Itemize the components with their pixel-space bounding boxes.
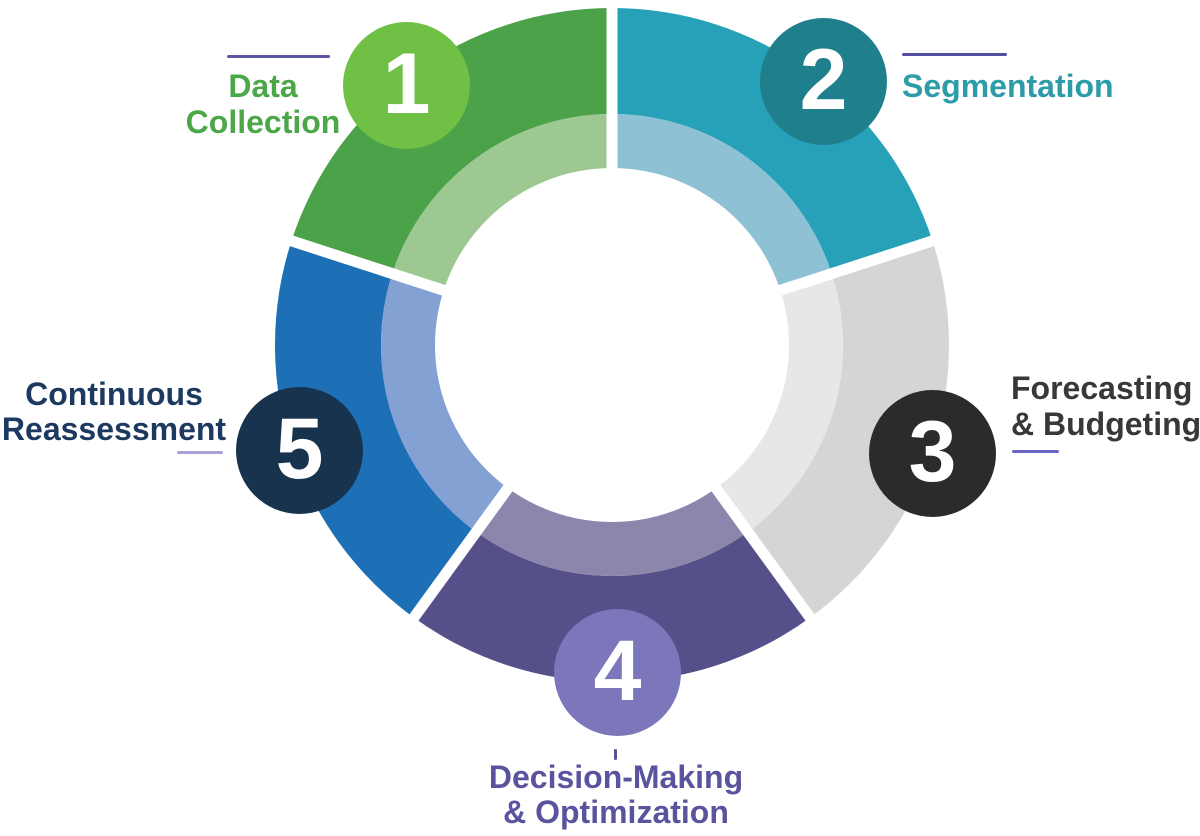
step-1-label-line2: Collection — [185, 104, 341, 140]
step-2-connector-line — [902, 53, 1007, 56]
step-5-badge: 5 — [236, 387, 363, 514]
step-5-label-line1: Continuous — [25, 376, 203, 412]
step-2-label: Segmentation — [902, 68, 1114, 104]
center-circle — [435, 168, 789, 522]
step-1-label: Data Collection — [186, 68, 341, 140]
step-4-number: 4 — [593, 622, 642, 719]
step-1-outer-arc — [291, 8, 612, 274]
step-5-label: Continuous Reassessment — [2, 377, 226, 447]
step-2-label-line1: Segmentation — [902, 68, 1114, 104]
step-3-outer-arc — [747, 240, 950, 618]
step-1-label-line1: Data — [228, 68, 298, 104]
step-4-label-line2: & Optimization — [503, 794, 729, 830]
step-1-connector-line — [227, 55, 330, 58]
step-3-label: Forecasting & Budgeting — [1011, 370, 1200, 442]
step-4-badge: 4 — [554, 609, 681, 736]
step-2-outer-arc — [612, 8, 933, 274]
step-2-badge: 2 — [760, 18, 887, 145]
step-5-outer-arc — [274, 240, 477, 618]
step-4-label-line1: Decision-Making — [488, 759, 744, 795]
step-5-number: 5 — [275, 400, 324, 497]
step-1-number: 1 — [382, 35, 431, 132]
step-2-inner-arc — [612, 114, 832, 294]
step-3-number: 3 — [908, 403, 957, 500]
step-1-badge: 1 — [343, 22, 470, 149]
step-3-label-line1: Forecasting — [1011, 370, 1193, 406]
step-5-connector-line — [177, 451, 223, 454]
step-4-label: Decision-Making & Optimization — [489, 760, 743, 830]
step-1-inner-arc — [392, 114, 612, 294]
step-2-number: 2 — [799, 31, 848, 128]
step-5-label-line2: Reassessment — [1, 411, 227, 447]
step-3-badge: 3 — [869, 390, 996, 517]
step-4-outer-arc — [413, 531, 811, 682]
step-3-connector-line — [1012, 450, 1059, 453]
step-3-label-line2: & Budgeting — [1011, 406, 1200, 442]
step-4-connector-tick — [614, 749, 617, 760]
